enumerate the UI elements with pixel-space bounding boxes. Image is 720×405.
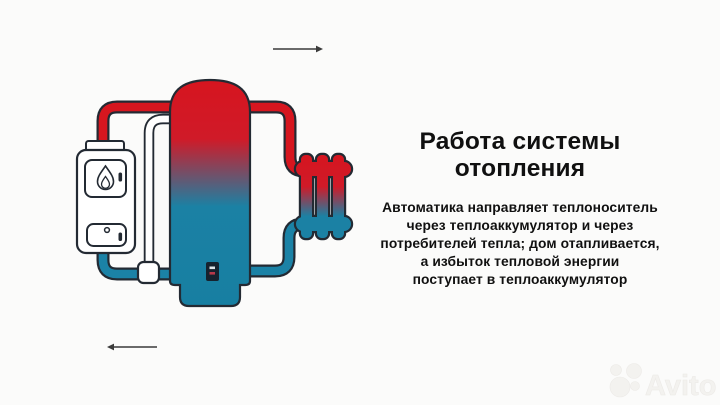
- description-line: а избыток тепловой энергии: [420, 254, 620, 269]
- avito-logo-circle-tiny: [630, 381, 640, 391]
- avito-logo-circle-small: [610, 364, 622, 376]
- tank-nameplate-icon: [206, 262, 219, 281]
- avito-watermark: Avito: [609, 363, 717, 402]
- boiler: [75, 140, 137, 255]
- infographic-description: Автоматика направляет теплоноситель чере…: [360, 199, 680, 289]
- radiator: [293, 152, 354, 241]
- flame-icon: [96, 164, 115, 191]
- boiler-lower-panel: [86, 223, 127, 247]
- heat-accumulator-tank: [168, 78, 252, 308]
- description-line: поступает в теплоаккумулятор: [412, 272, 628, 287]
- boiler-upper-led: [118, 172, 123, 182]
- infographic-title: Работа системы отопления: [419, 128, 621, 182]
- expansion-pipe: [143, 113, 182, 271]
- boiler-lower-led: [118, 232, 123, 241]
- pump-valve: [136, 260, 161, 285]
- description-line: Автоматика направляет теплоноситель: [382, 200, 658, 215]
- flow-arrow-left: [107, 343, 157, 351]
- boiler-knob: [103, 226, 111, 234]
- avito-logo-circle-medium: [626, 363, 642, 379]
- description-line: потребителей тепла; дом отапливается,: [380, 236, 660, 251]
- cold-return-pipe-left: [96, 246, 200, 281]
- flame-icon-inner: [100, 175, 111, 189]
- avito-logo-circle-large: [609, 376, 631, 398]
- flow-arrow-right: [273, 45, 323, 53]
- avito-watermark-text: Avito: [645, 370, 716, 402]
- text-column: Работа системы отопления Автоматика напр…: [360, 128, 680, 289]
- boiler-upper-panel: [84, 159, 127, 198]
- description-line: через теплоаккумулятор и через: [406, 218, 634, 233]
